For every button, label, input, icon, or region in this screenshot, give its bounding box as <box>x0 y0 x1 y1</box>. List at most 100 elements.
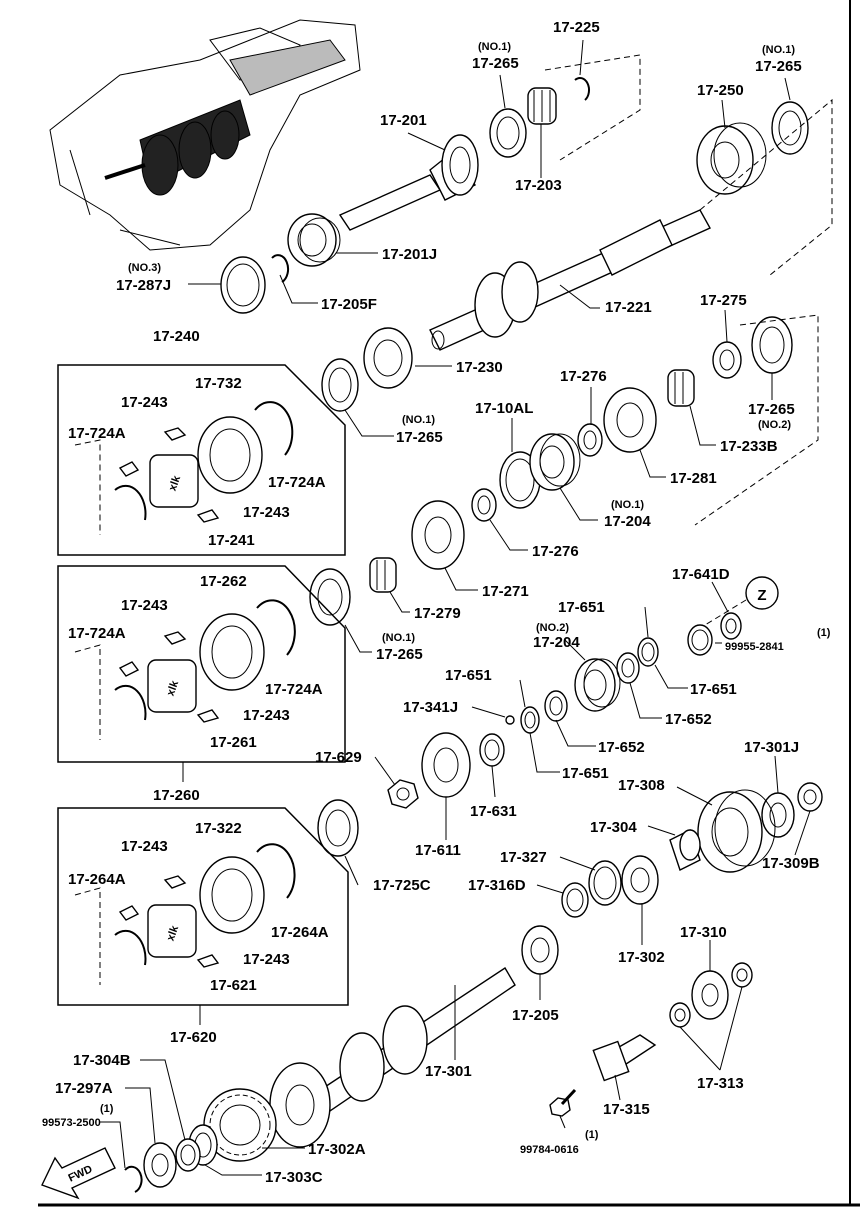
label-17-205f: 17-205F <box>321 296 377 313</box>
label-17-265-b: 17-265 <box>755 58 802 75</box>
label-17-341j: 17-341J <box>403 699 458 716</box>
label-17-225: 17-225 <box>553 19 600 36</box>
label-17-304b: 17-304B <box>73 1052 131 1069</box>
label-17-243-f: 17-243 <box>243 951 290 968</box>
label-17-724a-b: 17-724A <box>268 474 326 491</box>
label-17-651-b: 17-651 <box>690 681 737 698</box>
snap-ring-17-205f <box>271 254 290 283</box>
washer-17-652-b <box>544 690 568 722</box>
label-17-652-a: 17-652 <box>665 711 712 728</box>
label-17-275: 17-275 <box>700 292 747 309</box>
label-17-629: 17-629 <box>315 749 362 766</box>
gear-17-302 <box>621 855 659 905</box>
svg-text:xlk: xlk <box>167 473 184 492</box>
label-17-203: 17-203 <box>515 177 562 194</box>
label-17-204-no2-note: (NO.2) <box>536 622 569 634</box>
label-17-265-b-note: (NO.1) <box>762 44 795 56</box>
label-17-276-a: 17-276 <box>560 368 607 385</box>
label-17-260: 17-260 <box>153 787 200 804</box>
label-17-265-a-note: (NO.1) <box>478 41 511 53</box>
label-17-620: 17-620 <box>170 1029 217 1046</box>
label-17-241: 17-241 <box>208 532 255 549</box>
bearing-17-204-no2 <box>574 658 621 712</box>
label-17-310: 17-310 <box>680 924 727 941</box>
label-17-221: 17-221 <box>605 299 652 316</box>
label-17-271: 17-271 <box>482 583 529 600</box>
main-shaft-17-221 <box>429 209 711 351</box>
label-99784-0616-note: (1) <box>585 1129 599 1141</box>
svg-text:xlk: xlk <box>165 923 182 942</box>
ring-17-651-c <box>520 706 540 734</box>
ring-17-631 <box>479 733 505 767</box>
z-marker-label: Z <box>757 587 766 604</box>
needle-bearing-17-233b <box>667 369 695 407</box>
gear-17-281 <box>603 387 657 453</box>
label-17-315: 17-315 <box>603 1101 650 1118</box>
label-17-304: 17-304 <box>590 819 637 836</box>
label-99955-2841: 99955-2841 <box>725 641 784 653</box>
label-17-287j-note: (NO.3) <box>128 262 161 274</box>
label-17-265-d-note: (NO.1) <box>382 632 415 644</box>
label-17-631: 17-631 <box>470 803 517 820</box>
label-17-316d: 17-316D <box>468 877 526 894</box>
label-17-265-d: 17-265 <box>376 646 423 663</box>
label-17-651-c: 17-651 <box>445 667 492 684</box>
bearing-17-301j <box>761 792 795 838</box>
label-17-309b: 17-309B <box>762 855 820 872</box>
needle-bearing-17-279 <box>369 557 397 593</box>
label-17-265-c-note: (NO.1) <box>402 414 435 426</box>
label-17-281: 17-281 <box>670 470 717 487</box>
label-17-264a-b: 17-264A <box>271 924 329 941</box>
label-17-243-b: 17-243 <box>243 504 290 521</box>
washer-17-652-a <box>616 652 640 684</box>
label-17-243-d: 17-243 <box>243 707 290 724</box>
label-17-724a-c: 17-724A <box>68 625 126 642</box>
gear-17-611 <box>421 732 471 798</box>
washer-17-276-b <box>471 488 497 522</box>
label-17-303c: 17-303C <box>265 1169 323 1186</box>
label-17-204-no1: 17-204 <box>604 513 651 530</box>
bearing-17-204-no1 <box>529 433 581 491</box>
synchronizer-box-17-240: xlk <box>57 364 346 556</box>
label-17-265-a: 17-265 <box>472 55 519 72</box>
sleeve-17-275 <box>712 341 742 379</box>
label-17-265-no2: 17-265 <box>748 401 795 418</box>
snap-ring-17-225 <box>574 77 590 101</box>
label-99573-2500-note: (1) <box>100 1103 114 1115</box>
transmission-housing-illustration <box>49 19 361 251</box>
label-17-724a-a: 17-724A <box>68 425 126 442</box>
label-17-265-no2-note: (NO.2) <box>758 419 791 431</box>
label-17-297a: 17-297A <box>55 1080 113 1097</box>
label-99955-2841-note: (1) <box>817 627 831 639</box>
washer-17-313-b <box>669 1002 691 1028</box>
label-17-313: 17-313 <box>697 1075 744 1092</box>
label-17-724a-d: 17-724A <box>265 681 323 698</box>
collar-17-641d <box>720 612 742 640</box>
label-17-641d: 17-641D <box>672 566 730 583</box>
label-17-264a-a: 17-264A <box>68 871 126 888</box>
reverse-idler-shaft-17-315 <box>592 1034 657 1082</box>
sleeve-17-304 <box>669 829 701 871</box>
svg-text:xlk: xlk <box>165 678 182 697</box>
shim-17-287j <box>220 256 266 314</box>
leader-lines <box>100 39 811 1176</box>
label-17-302: 17-302 <box>618 949 665 966</box>
label-17-287j: 17-287J <box>116 277 171 294</box>
label-17-611: 17-611 <box>415 842 461 859</box>
label-17-725c: 17-725C <box>373 877 431 894</box>
label-17-301: 17-301 <box>425 1063 472 1080</box>
label-17-201: 17-201 <box>380 112 427 129</box>
bearing-17-205 <box>521 925 559 975</box>
label-17-243-a: 17-243 <box>121 394 168 411</box>
snap-ring-99573-2500 <box>124 1165 143 1193</box>
part-labels: 17-225 (NO.1) 17-265 (NO.1) 17-265 17-20… <box>42 19 831 1186</box>
synchronizer-box-17-260: xlk <box>57 565 346 763</box>
label-17-265-c: 17-265 <box>396 429 443 446</box>
gear-17-271 <box>411 500 465 570</box>
spacer-17-304b <box>175 1138 201 1172</box>
label-17-230: 17-230 <box>456 359 503 376</box>
synchro-ring-17-265-c <box>321 358 359 412</box>
snap-ring-99955-2841 <box>687 624 713 656</box>
washer-17-313-a <box>731 962 753 988</box>
